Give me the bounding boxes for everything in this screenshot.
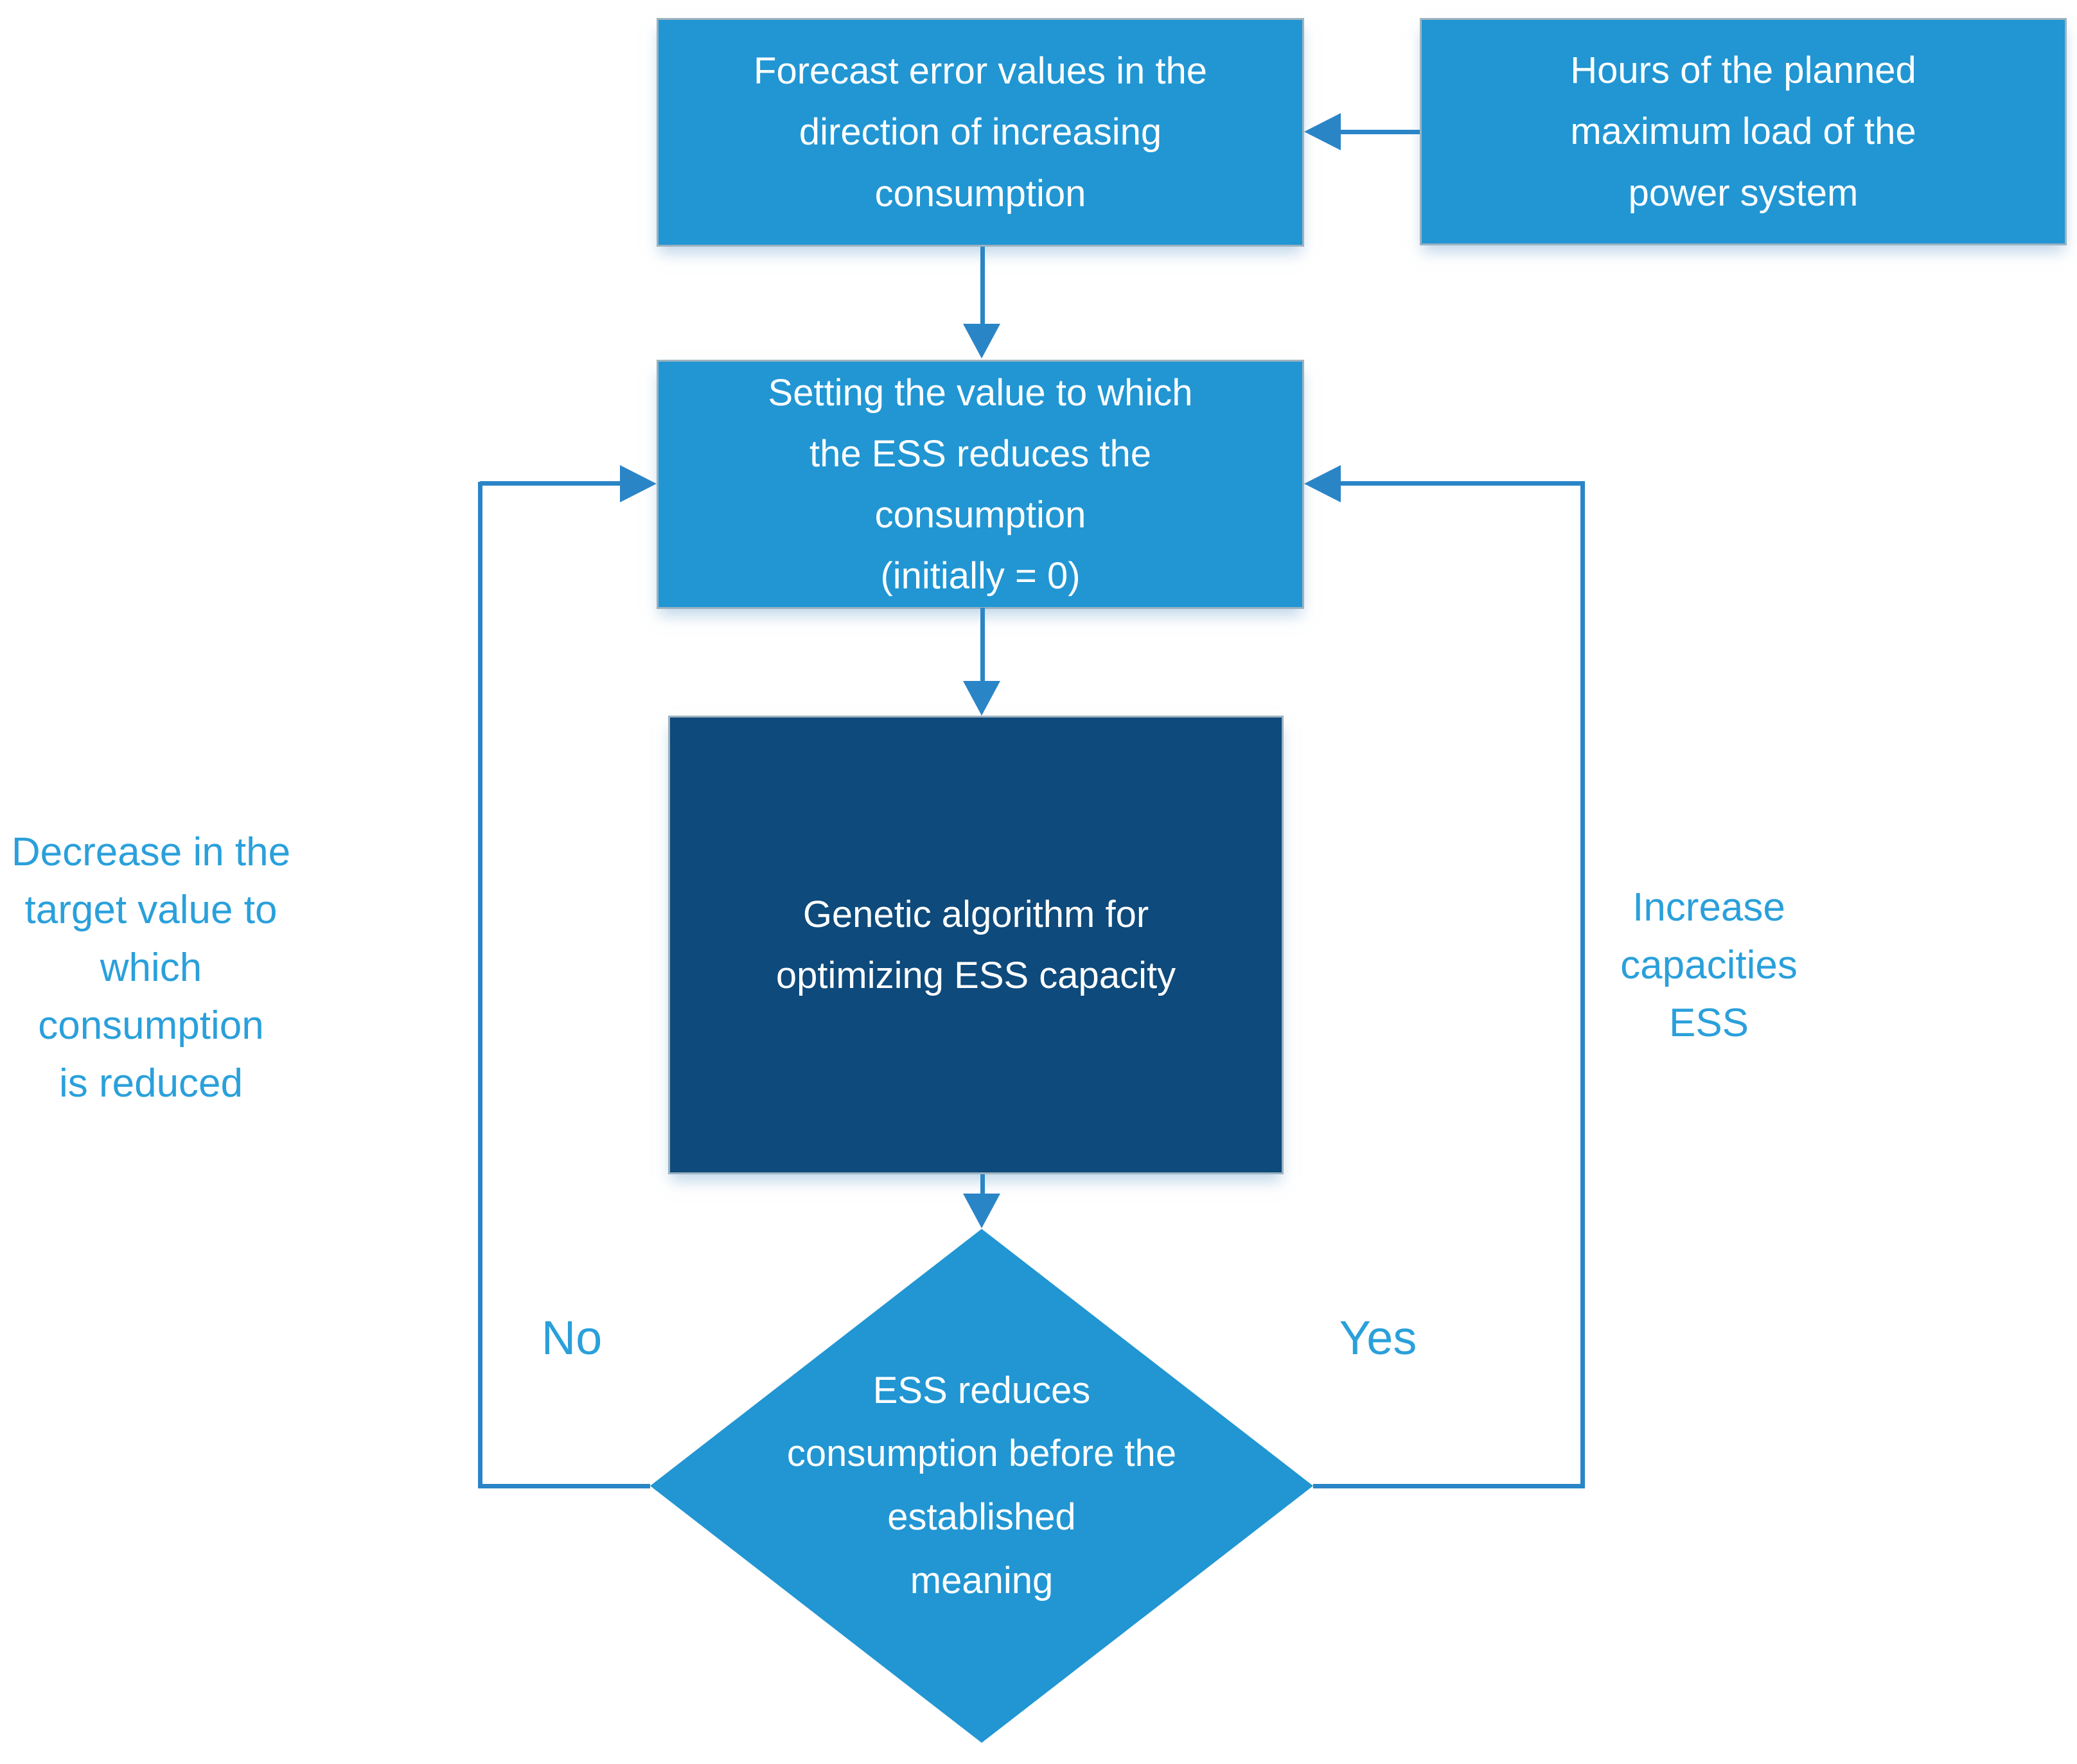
arrowhead-down-icon xyxy=(963,324,1000,358)
node-ess-decision: ESS reduces consumption before the estab… xyxy=(650,1229,1313,1743)
arrowhead-down-icon xyxy=(963,681,1000,716)
edge-decision-yes-top-line xyxy=(1341,481,1585,486)
arrowhead-left-icon xyxy=(1304,113,1341,150)
edge-decision-no-vertical-line xyxy=(478,482,482,1488)
node-genetic-algorithm-label: Genetic algorithm for optimizing ESS cap… xyxy=(775,893,1176,996)
annotation-decrease-target-value: Decrease in the target value to which co… xyxy=(11,830,291,1106)
node-forecast-error-values-label: Forecast error values in the direction o… xyxy=(754,50,1207,215)
edge-decision-yes-bottom-line xyxy=(1313,1484,1585,1488)
node-set-reduction-value: Setting the value to which the ESS reduc… xyxy=(657,360,1304,609)
edge-genetic-to-decision-line xyxy=(980,1174,985,1196)
decision-no-label: No xyxy=(541,1311,603,1364)
edge-setting-to-genetic-line xyxy=(980,608,985,682)
arrowhead-down-icon xyxy=(963,1194,1000,1228)
node-ess-decision-label: ESS reduces consumption before the estab… xyxy=(786,1369,1177,1601)
annotation-increase-ess-capacity: Increase capacities ESS xyxy=(1620,885,1798,1045)
node-set-reduction-value-label: Setting the value to which the ESS reduc… xyxy=(768,371,1193,597)
decision-yes-label: Yes xyxy=(1339,1311,1417,1364)
edge-hours-to-forecast-line xyxy=(1341,130,1420,134)
edge-forecast-to-setting-line xyxy=(980,247,985,325)
node-planned-max-load-hours-label: Hours of the planned maximum load of the… xyxy=(1570,49,1916,214)
arrowhead-left-icon xyxy=(1304,465,1341,502)
node-genetic-algorithm: Genetic algorithm for optimizing ESS cap… xyxy=(668,716,1284,1174)
node-forecast-error-values: Forecast error values in the direction o… xyxy=(657,18,1304,247)
arrowhead-right-icon xyxy=(620,465,657,502)
edge-decision-yes-vertical-line xyxy=(1580,482,1585,1488)
edge-decision-no-bottom-line xyxy=(480,1484,650,1488)
edge-decision-no-top-line xyxy=(480,481,626,486)
node-planned-max-load-hours: Hours of the planned maximum load of the… xyxy=(1420,18,2067,245)
